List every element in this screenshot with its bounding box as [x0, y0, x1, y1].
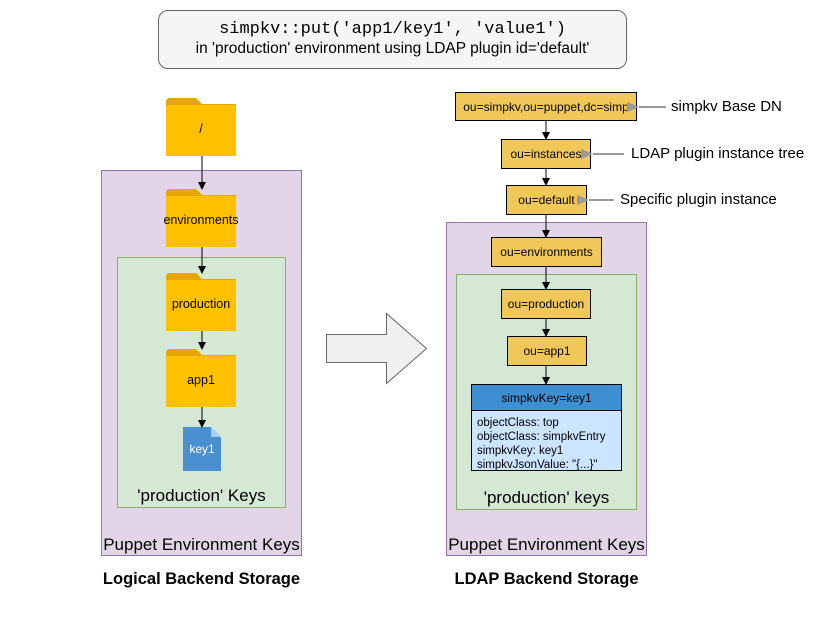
folder-icon: [166, 98, 236, 156]
ldap-node-default: ou=default: [506, 185, 587, 215]
folder-production: production: [166, 273, 236, 331]
logical-storage-title: Logical Backend Storage: [102, 570, 301, 588]
ldap-production-label: 'production' keys: [483, 488, 610, 507]
ldap-entry-attributes: objectClass: top objectClass: simpkvEntr…: [472, 411, 621, 471]
folder-root: /: [166, 98, 236, 156]
folder-icon: [166, 189, 236, 247]
ldap-node-production: ou=production: [501, 289, 591, 319]
logical-environment-label: Puppet Environment Keys: [103, 535, 300, 554]
ldap-entry-attribute: objectClass: top: [477, 417, 559, 429]
folder-production-label: production: [171, 297, 231, 311]
call-code: simpkv::put('app1/key1', 'value1'): [219, 20, 566, 39]
folder-icon: [166, 349, 236, 407]
call-description: in 'production' environment using LDAP p…: [195, 40, 590, 57]
ldap-environment-label: Puppet Environment Keys: [448, 535, 645, 554]
folder-environments: environments: [163, 189, 239, 247]
transform-arrow: [326, 312, 428, 385]
annotation-base-dn: simpkv Base DN: [671, 98, 782, 115]
ldap-storage-title: LDAP Backend Storage: [454, 570, 639, 588]
ldap-node-environments: ou=environments: [491, 237, 602, 267]
file-key1: key1: [183, 427, 221, 471]
ldap-node-instances: ou=instances: [501, 139, 591, 169]
annotation-default: Specific plugin instance: [620, 191, 777, 208]
folder-root-label: /: [199, 122, 203, 136]
file-key1-label: key1: [189, 442, 215, 456]
ldap-entry-attribute: simpkvKey: key1: [477, 445, 564, 457]
ldap-entry-key1: simpkvKey=key1 objectClass: top objectCl…: [471, 384, 622, 471]
ldap-node-base-dn: ou=simpkv,ou=puppet,dc=simp: [455, 92, 637, 121]
folder-icon: [166, 273, 236, 331]
call-box: simpkv::put('app1/key1', 'value1') in 'p…: [158, 10, 627, 69]
ldap-entry-header: simpkvKey=key1: [472, 385, 621, 411]
folder-app1-label: app1: [187, 373, 215, 387]
logical-production-label: 'production' Keys: [137, 486, 266, 505]
annotation-instances: LDAP plugin instance tree: [631, 145, 805, 162]
ldap-entry-attribute: simpkvJsonValue: "{...}": [477, 459, 598, 471]
folder-environments-label: environments: [163, 213, 239, 227]
ldap-entry-attribute: objectClass: simpkvEntry: [477, 431, 606, 443]
ldap-node-app1: ou=app1: [507, 336, 587, 366]
file-icon: [183, 427, 221, 471]
folder-app1: app1: [166, 349, 236, 407]
